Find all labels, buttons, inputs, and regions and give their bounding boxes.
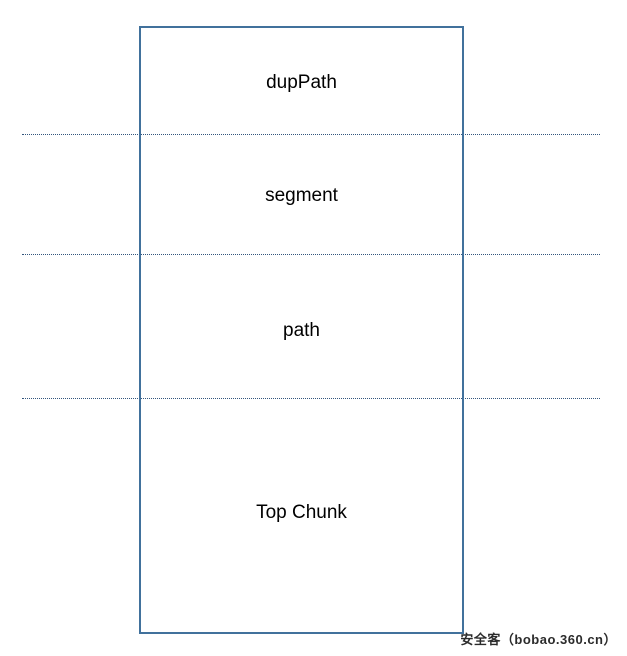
memory-rectangle [139, 26, 464, 634]
section-label-segment: segment [265, 185, 338, 206]
section-divider [22, 134, 600, 135]
section-label-path: path [283, 320, 320, 341]
watermark: 安全客（bobao.360.cn） [460, 632, 617, 647]
section-divider [22, 254, 600, 255]
section-divider [22, 398, 600, 399]
section-label-duppath: dupPath [266, 72, 337, 93]
section-label-top-chunk: Top Chunk [256, 502, 347, 523]
